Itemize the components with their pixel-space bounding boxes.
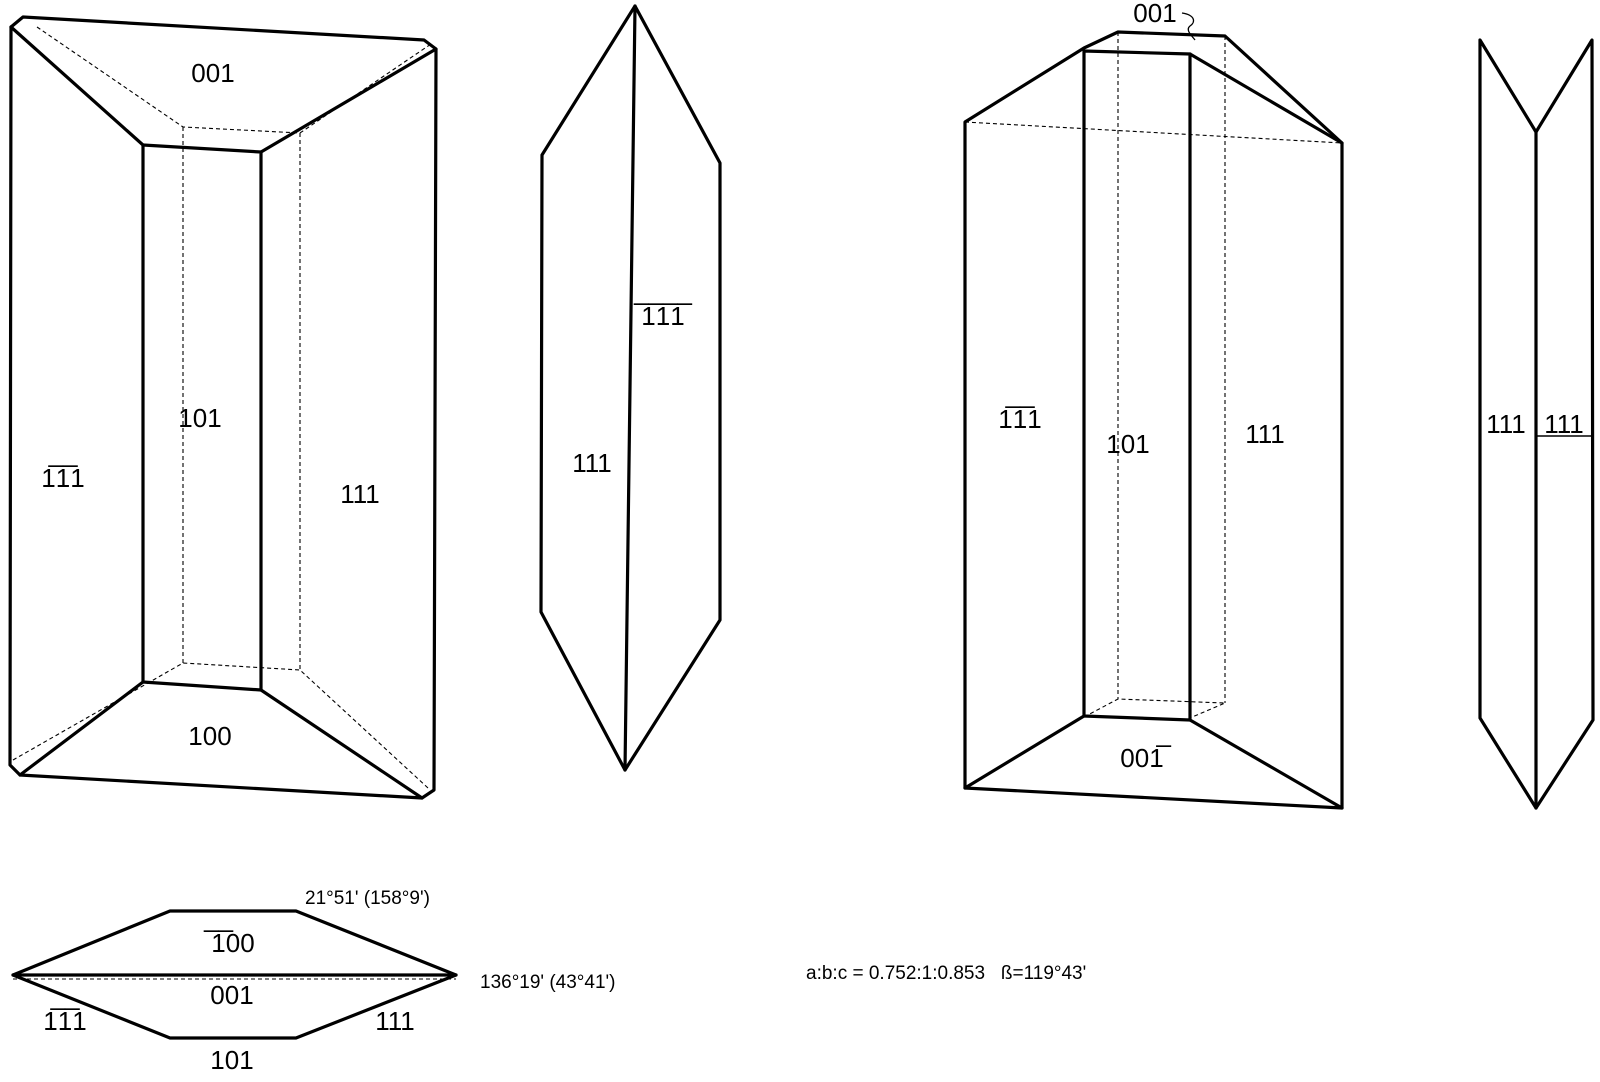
face-label-c-bottom: 001̅ xyxy=(1120,743,1171,773)
face-label-a-center: 101 xyxy=(178,403,221,433)
axial-ratio-parameters: a:b:c = 0.752:1:0.853 ß=119°43' xyxy=(806,963,1086,984)
face-label-e-center: 001 xyxy=(210,980,253,1010)
crystal-figure-b: ̅1̅1̅1̅ 111 xyxy=(539,4,722,772)
face-label-c-center: 101 xyxy=(1106,429,1149,459)
face-label-b-back: ̅1̅1̅1̅ xyxy=(633,301,692,331)
face-label-c-left: 1̅1̅1 xyxy=(998,404,1041,434)
face-label-a-left: 1̅1̅1 xyxy=(41,463,84,493)
face-label-a-top: 001 xyxy=(191,58,234,88)
face-label-e-bottom: 101 xyxy=(210,1045,253,1075)
face-label-e-left: 1̅1̅1 xyxy=(43,1006,86,1036)
face-label-a-bottom: 100 xyxy=(188,721,231,751)
face-label-e-top: ̅1̅00 xyxy=(203,928,254,958)
angle-label-top: 21°51' (158°9') xyxy=(305,888,430,909)
angle-label-right: 136°19' (43°41') xyxy=(480,972,616,993)
crystal-figure-a: 001 101 1̅1̅1 111 100 xyxy=(8,15,438,800)
crystal-figure-d: 111 111 xyxy=(1478,38,1595,810)
face-label-d-right: 111 xyxy=(1544,409,1584,439)
face-label-e-right: 111 xyxy=(375,1006,415,1036)
face-label-a-right: 111 xyxy=(340,479,380,509)
face-label-b-front: 111 xyxy=(572,448,612,478)
crystal-figure-c: 001 101 1̅1̅1 111 001̅ xyxy=(963,0,1344,810)
crystal-figure-e: ̅1̅00 001 1̅1̅1 111 101 21°51' (158°9') … xyxy=(11,888,616,1075)
face-label-c-right: 111 xyxy=(1245,419,1285,449)
face-label-c-top: 001 xyxy=(1133,0,1176,28)
face-label-d-left: 111 xyxy=(1486,409,1526,439)
